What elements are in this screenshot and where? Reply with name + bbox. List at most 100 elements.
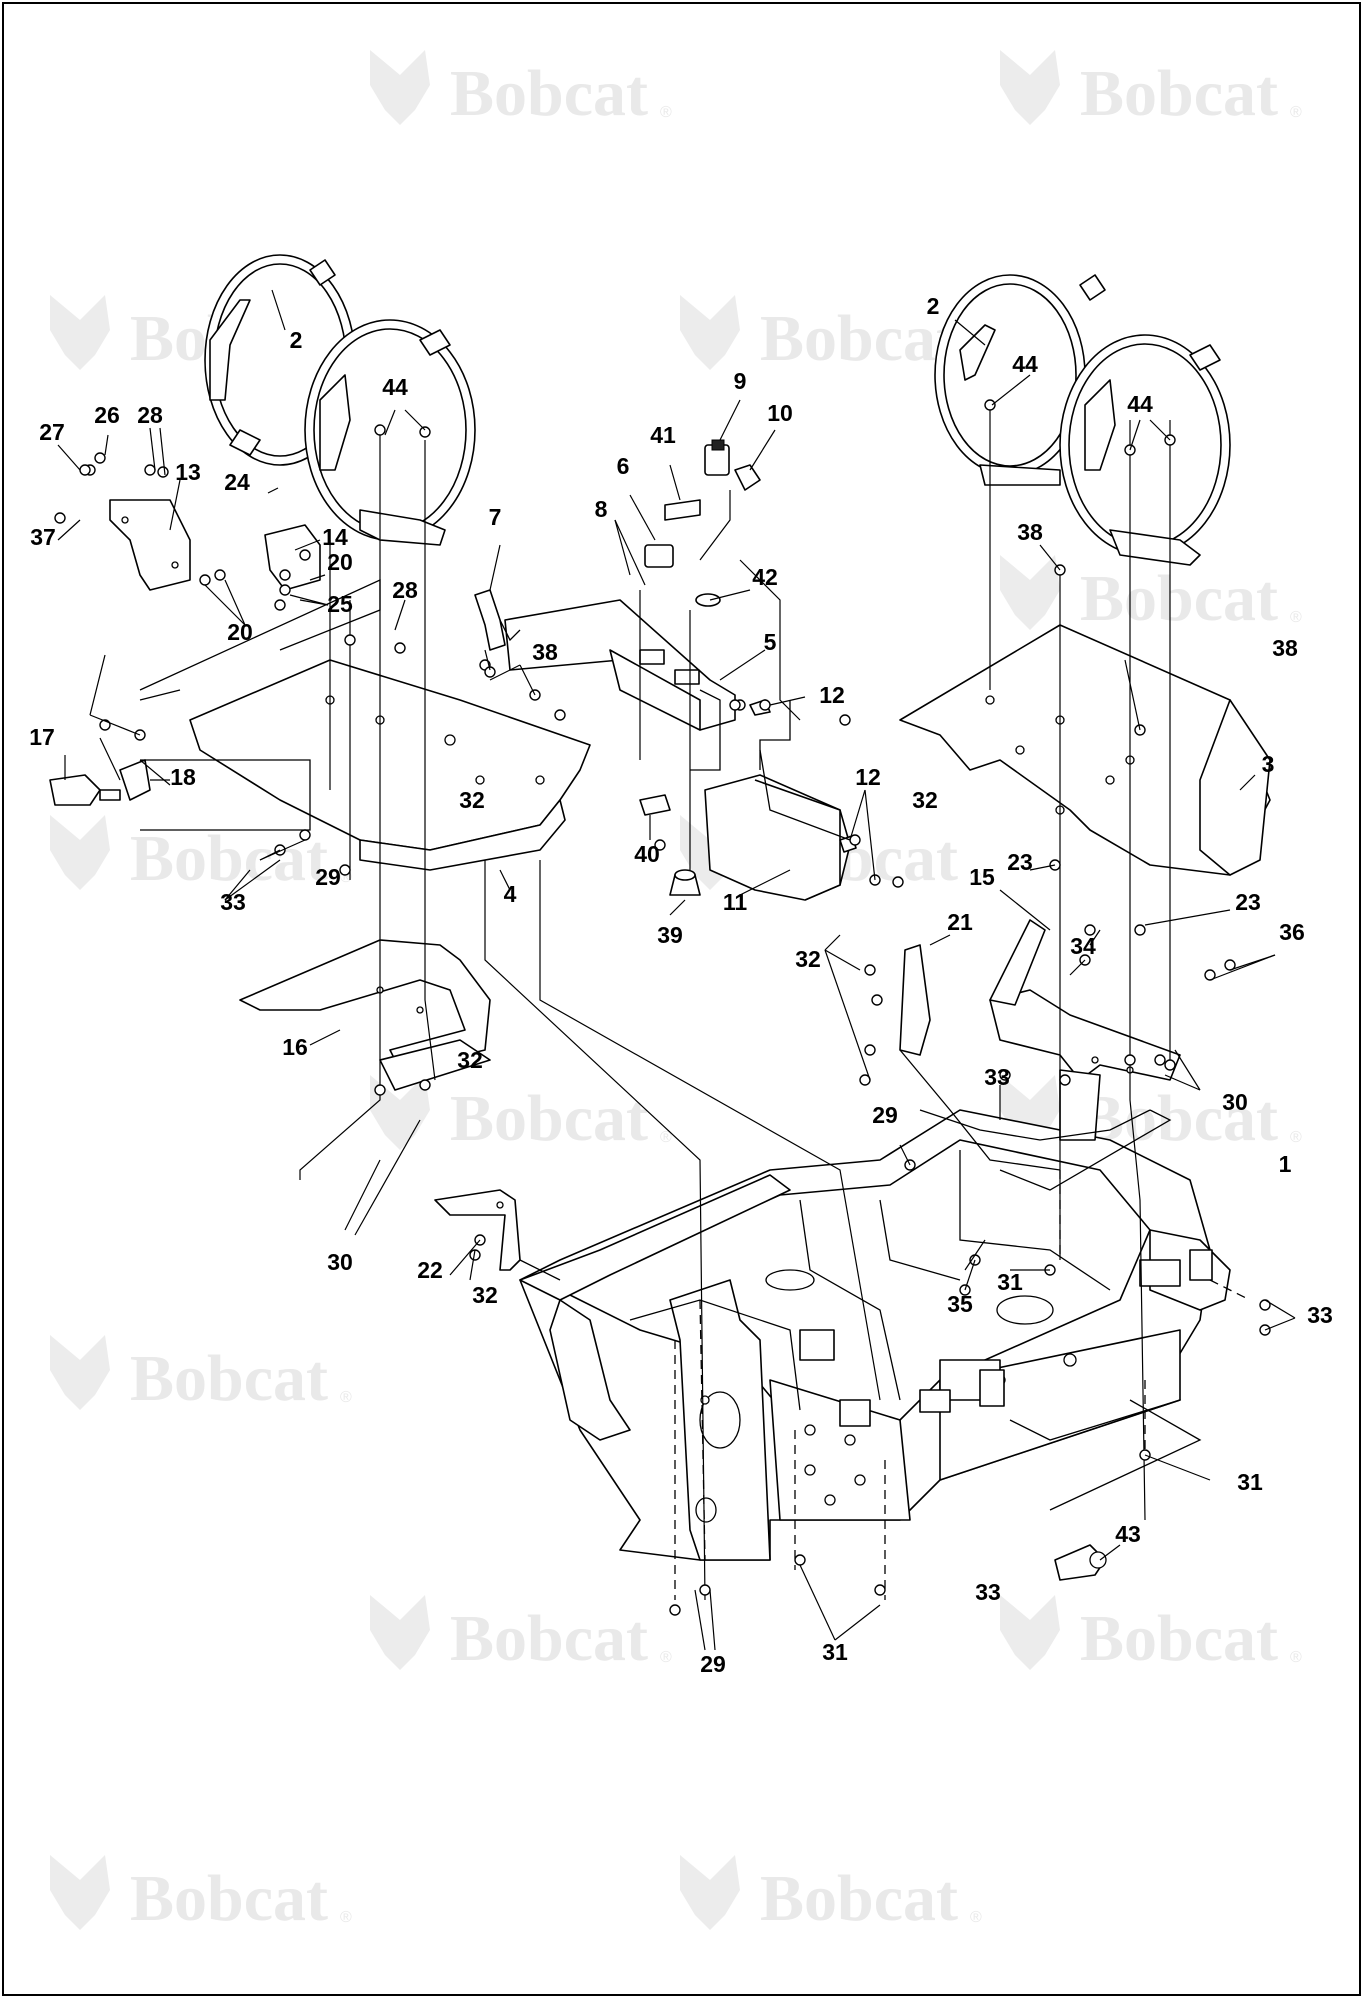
bobcat-logo-icon: [680, 1855, 740, 1930]
callout-part-number: 2: [290, 327, 303, 353]
callout-part-number: 32: [912, 787, 938, 813]
callout-part-number: 10: [767, 400, 793, 426]
fastener-marker: [871, 994, 883, 1006]
watermark-3: Bobcat®: [680, 295, 982, 375]
bracket-part-13: [109, 499, 191, 591]
callout-part-number: 27: [39, 419, 65, 445]
watermark-13: Bobcat ®: [50, 1855, 352, 1935]
watermark-text: Bobcat: [1080, 57, 1278, 130]
fastener-marker: [199, 574, 211, 586]
callout-part-number: 29: [872, 1102, 898, 1128]
fastener-marker: [484, 666, 496, 678]
callout-part-number: 40: [634, 841, 660, 867]
bobcat-logo-icon: [1000, 50, 1060, 125]
callout-leaders: [57, 289, 1296, 1651]
callout-part-number: 14: [322, 524, 348, 550]
fastener-marker: [1059, 1074, 1071, 1086]
callout-part-number: 35: [947, 1291, 973, 1317]
watermark-text: Bobcat: [1080, 1602, 1278, 1675]
callout-part-number: 42: [752, 564, 778, 590]
hinge-part-18: [119, 759, 170, 801]
watermark-registered: ®: [340, 1389, 352, 1406]
bracket-part-16: [239, 939, 491, 1091]
callout-part-number: 4: [504, 881, 517, 907]
watermark-text: Bobcat: [450, 57, 648, 130]
watermark-registered: ®: [970, 1909, 982, 1926]
fastener-marker: [374, 1084, 386, 1096]
callout-part-number: 41: [650, 422, 676, 448]
callout-part-number: 22: [417, 1257, 443, 1283]
callout-part-number: 26: [94, 402, 120, 428]
callout-part-number: 32: [795, 946, 821, 972]
plate-part-3: [899, 624, 1271, 876]
callout-part-number: 31: [822, 1639, 848, 1665]
callout-part-number: 24: [224, 469, 250, 495]
fastener-marker: [394, 642, 406, 654]
fastener-marker: [79, 464, 91, 476]
main-frame-part-1: [519, 1109, 1231, 1561]
fastener-marker: [54, 512, 66, 524]
watermark-registered: ®: [340, 1909, 352, 1926]
callout-part-number: 39: [657, 922, 683, 948]
callout-part-number: 33: [220, 889, 246, 915]
watermark-7: Bobcat®: [370, 1075, 672, 1155]
fastener-marker: [274, 599, 286, 611]
callout-part-number: 28: [392, 577, 418, 603]
fastener-marker: [669, 1604, 681, 1616]
callout-part-number: 31: [997, 1269, 1023, 1295]
watermark-text: Bobcat: [450, 1602, 648, 1675]
watermark-9: Bobcat ®: [50, 1335, 352, 1415]
callout-part-number: 31: [1237, 1469, 1263, 1495]
watermark-text: Bobcat: [450, 1082, 648, 1155]
small-components: [49, 439, 1107, 1581]
callout-part-number: 44: [382, 374, 408, 400]
watermark-text: Bobcat: [130, 1342, 328, 1415]
callout-part-number: 21: [947, 909, 973, 935]
callout-part-number: 20: [227, 619, 253, 645]
fastener-marker: [419, 426, 431, 438]
bobcat-logo-icon: [50, 1855, 110, 1930]
callout-part-number: 2: [927, 293, 940, 319]
watermark-text: Bobcat: [130, 1862, 328, 1935]
watermark-11: Bobcat ®: [370, 1595, 672, 1675]
callout-part-number: 18: [170, 764, 196, 790]
bobcat-logo-icon: [370, 1075, 430, 1150]
bobcat-logo-icon: [1000, 1595, 1060, 1670]
watermark-registered: ®: [660, 1649, 672, 1666]
callout-part-number: 33: [975, 1579, 1001, 1605]
fastener-marker: [344, 634, 356, 646]
watermark-12: Bobcat ®: [1000, 1595, 1302, 1675]
fastener-marker: [299, 829, 311, 841]
callout-part-number: 32: [457, 1047, 483, 1073]
watermark-registered: ®: [1290, 1649, 1302, 1666]
fastener-marker: [214, 569, 226, 581]
watermark-text: Bobcat: [760, 1862, 958, 1935]
fastener-marker: [279, 584, 291, 596]
callout-part-number: 38: [532, 639, 558, 665]
callout-part-number: 20: [327, 549, 353, 575]
callout-part-number: 37: [30, 524, 56, 550]
callout-part-number: 25: [327, 591, 353, 617]
callout-part-number: 36: [1279, 919, 1305, 945]
callout-part-number: 29: [315, 864, 341, 890]
watermark-14: Bobcat ®: [680, 1855, 982, 1935]
bobcat-logo-icon: [50, 815, 110, 890]
callout-part-number: 11: [723, 889, 748, 915]
callout-part-number: 15: [969, 864, 995, 890]
fastener-marker: [984, 399, 996, 411]
plate-part-4: [139, 578, 591, 871]
watermark-1: Bobcat ®: [1000, 50, 1302, 130]
watermark-0: Bobcat®: [370, 50, 672, 130]
fastener-marker: [999, 1069, 1011, 1081]
watermark-text: Bobcat: [760, 302, 958, 375]
callout-part-number: 23: [1007, 849, 1033, 875]
callout-part-number: 16: [282, 1034, 308, 1060]
callout-part-number: 6: [617, 453, 630, 479]
callout-part-number: 34: [1070, 933, 1096, 959]
watermark-registered: ®: [1290, 104, 1302, 121]
callout-part-number: 3: [1262, 751, 1275, 777]
callout-part-number: 32: [472, 1282, 498, 1308]
watermark-registered: ®: [1290, 1129, 1302, 1146]
